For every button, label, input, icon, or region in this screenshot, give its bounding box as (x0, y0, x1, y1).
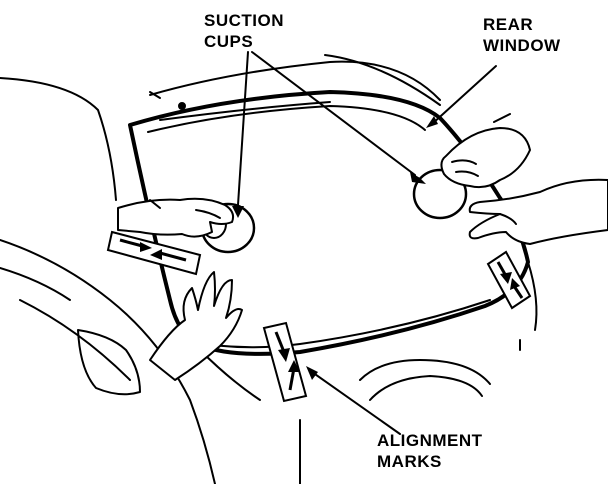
leader-lines (237, 51, 497, 435)
rear-window-label-line2: WINDOW (483, 36, 561, 55)
alignment-marks-label-line2: MARKS (377, 452, 442, 471)
arrowhead-rear-window (426, 116, 438, 128)
arrowhead-suction-left (232, 206, 244, 218)
suction-cups-label-line2: CUPS (204, 32, 254, 51)
suction-leader-left (237, 51, 249, 206)
left-hand-upper (117, 197, 235, 238)
alignment-leader (311, 371, 401, 435)
arrowhead-suction-right (410, 172, 426, 184)
car-side-panel (0, 77, 216, 484)
arrowhead-alignment (306, 366, 318, 380)
alignment-marks-label: ALIGNMENT MARKS (377, 430, 483, 472)
leader-arrowheads (232, 116, 438, 380)
roof-outline (149, 54, 441, 110)
right-hand-lower (468, 178, 608, 245)
rear-window-label-line1: REAR (483, 15, 534, 34)
suction-leader-right (251, 51, 416, 176)
suction-cups-label: SUCTION CUPS (204, 10, 284, 52)
suction-cups-label-line1: SUCTION (204, 11, 284, 30)
left-hand-lower (149, 271, 243, 381)
rear-window-label: REAR WINDOW (483, 14, 561, 56)
alignment-marks-label-line1: ALIGNMENT (377, 431, 483, 450)
tailgate-body (199, 261, 538, 484)
rear-window-leader (431, 65, 497, 125)
right-hand-upper (440, 113, 531, 189)
alignment-mark-bottom (262, 321, 308, 403)
alignment-mark-left (106, 230, 202, 276)
alignment-mark-right (486, 250, 532, 310)
